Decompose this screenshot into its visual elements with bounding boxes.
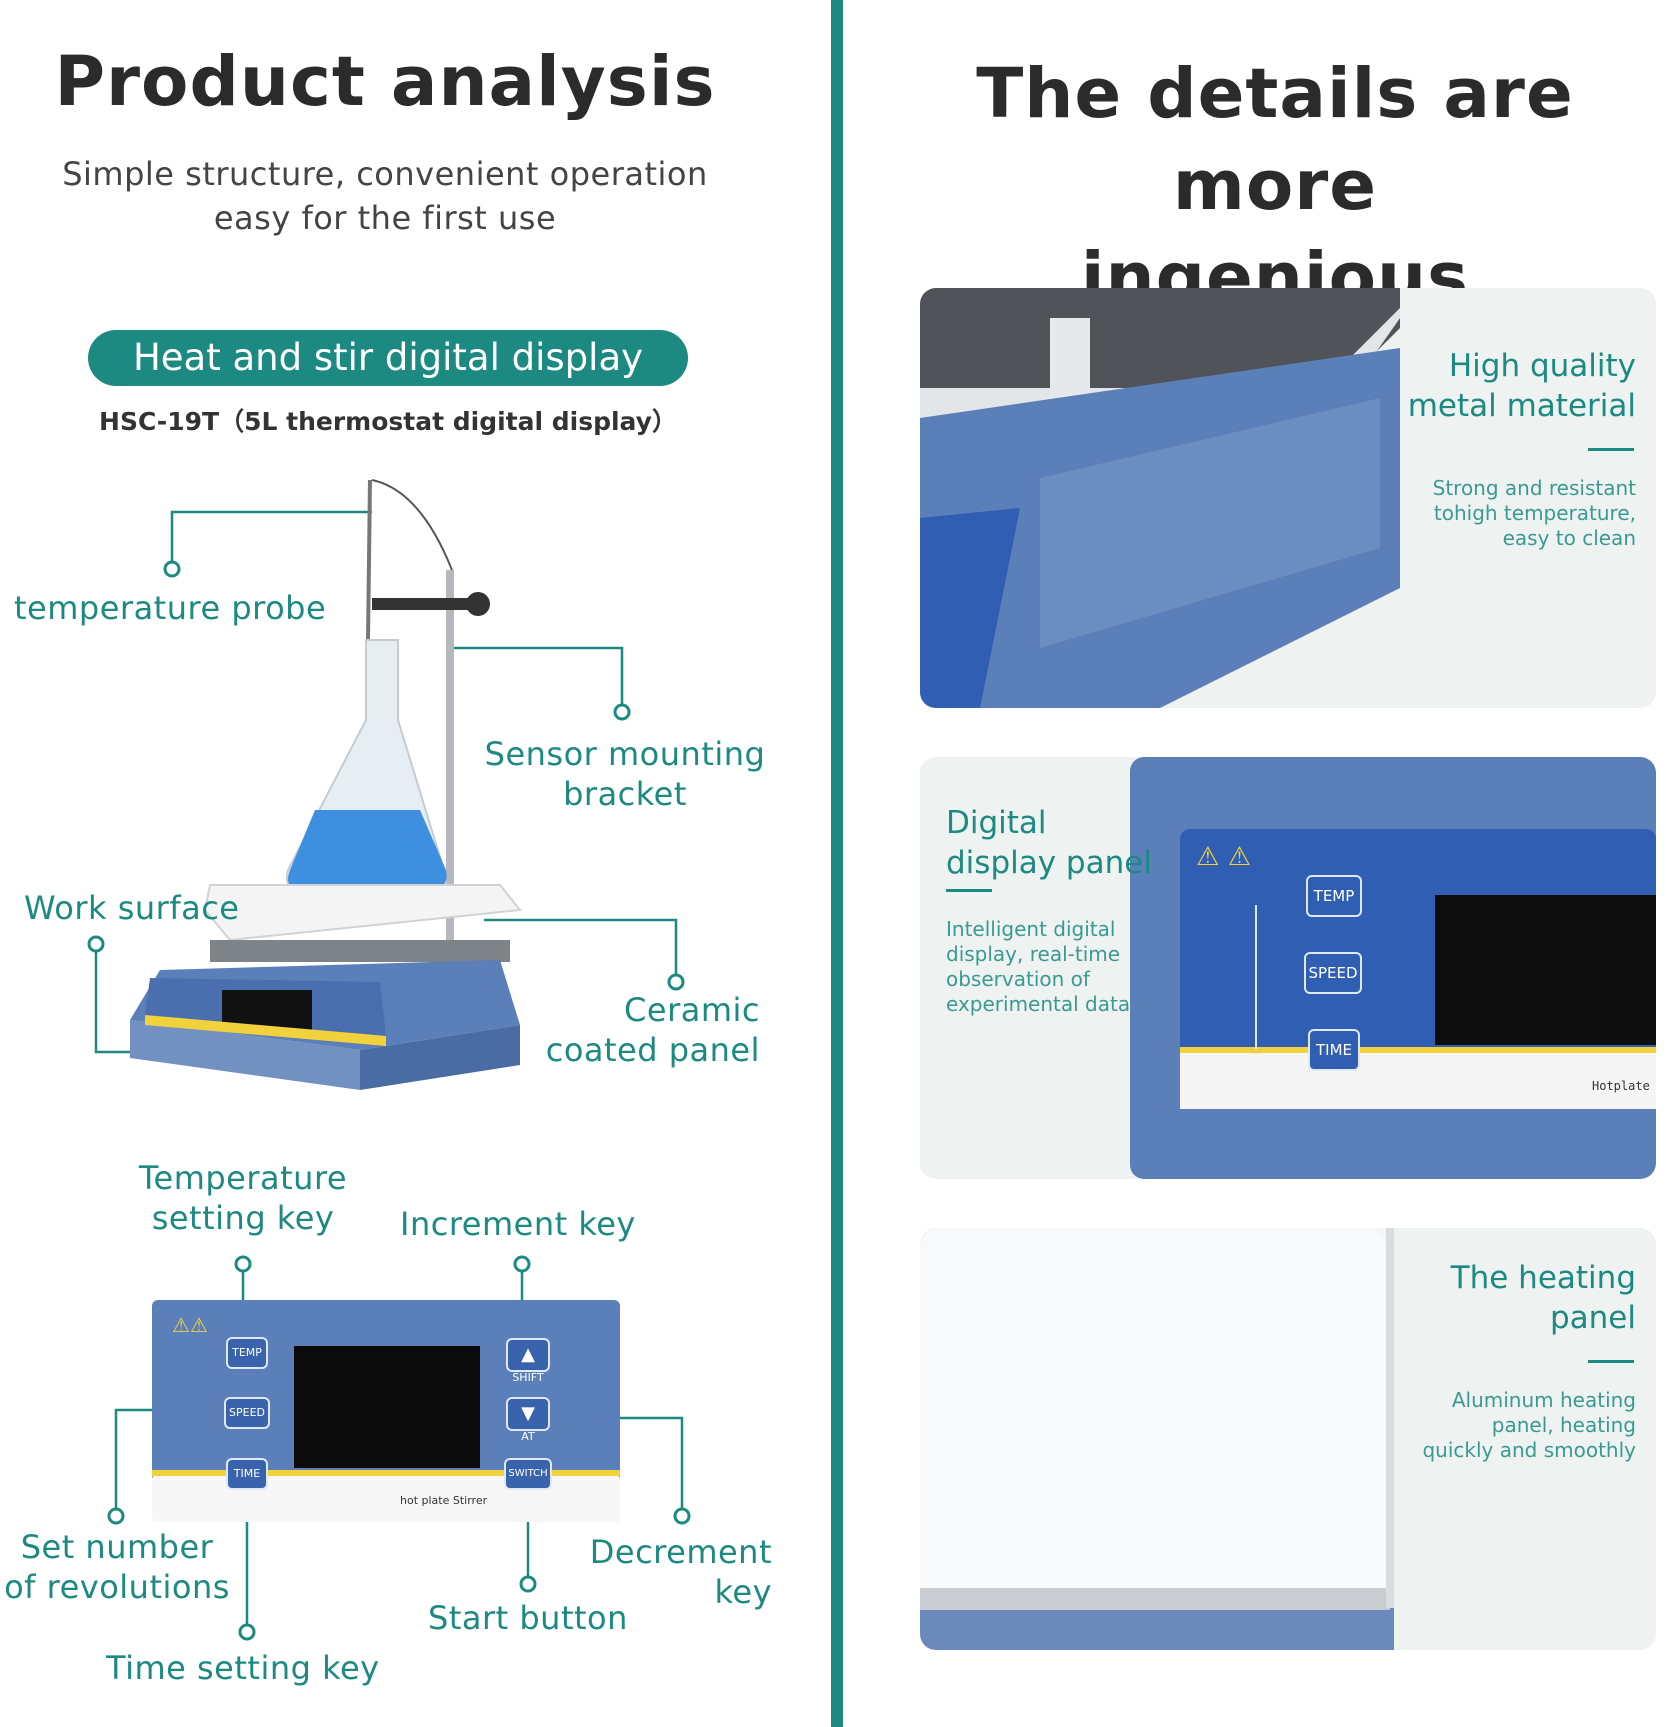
switch-key[interactable]: SWITCH <box>504 1458 552 1490</box>
card2-dash <box>946 889 992 892</box>
label-decrement-key: Decrement key <box>589 1533 772 1611</box>
panel-brand-label: hot plate Stirrer <box>400 1494 488 1507</box>
label-start-button: Start button <box>428 1599 628 1637</box>
label-sensor-bracket: Sensor mounting bracket <box>484 735 766 813</box>
label-time-key: Time setting key <box>106 1649 380 1687</box>
card3-text: Aluminum heating panel, heating quickly … <box>1422 1388 1636 1462</box>
shift-label: SHIFT <box>512 1371 544 1384</box>
label-increment-key: Increment key <box>400 1205 636 1243</box>
temp-key[interactable]: TEMP <box>226 1337 268 1369</box>
card1-text: Strong and resistant tohigh temperature,… <box>1432 476 1636 550</box>
decrement-key[interactable]: ▼ <box>506 1397 550 1431</box>
page-title-right: The details are more ingenious <box>976 54 1574 318</box>
detail-speed-key: SPEED <box>1304 952 1362 994</box>
detail-card-heating: The heating panel Aluminum heating panel… <box>920 1228 1656 1650</box>
card3-dash <box>1588 1360 1634 1363</box>
detail-time-key: TIME <box>1308 1029 1360 1071</box>
speed-key[interactable]: SPEED <box>224 1397 270 1429</box>
heating-panel-image <box>920 1228 1394 1650</box>
svg-text:⚠ ⚠: ⚠ ⚠ <box>1196 842 1251 872</box>
at-label: AT <box>521 1430 535 1443</box>
card3-heading: The heating panel <box>1450 1260 1636 1336</box>
label-temperature-probe: temperature probe <box>14 589 327 627</box>
arrow-up-icon: ▲ <box>521 1344 535 1365</box>
increment-key[interactable]: ▲ <box>506 1338 550 1372</box>
display-closeup-image: ⚠ ⚠ <box>1130 757 1656 1179</box>
card1-heading: High quality metal material <box>1407 348 1636 424</box>
page-title-left: Product analysis <box>54 42 716 122</box>
detail-card-metal: High quality metal material Strong and r… <box>920 288 1656 708</box>
metal-closeup-image <box>920 288 1400 708</box>
product-pill-badge: Heat and stir digital display <box>88 330 688 386</box>
detail-card-display: ⚠ ⚠ TEMP SPEED TIME Hotplate S Digital d… <box>920 757 1656 1179</box>
card2-heading: Digital display panel <box>946 805 1152 881</box>
arrow-down-icon: ▼ <box>521 1403 535 1424</box>
device-diagram: ⚠⚠ <box>87 479 691 1641</box>
detail-temp-key: TEMP <box>1306 875 1362 917</box>
card2-text: Intelligent digital display, real-time o… <box>946 917 1131 1016</box>
label-ceramic-panel: Ceramic coated panel <box>545 991 760 1069</box>
time-key[interactable]: TIME <box>226 1458 268 1490</box>
label-work-surface: Work surface <box>24 889 240 927</box>
label-revolutions: Set number of revolutions <box>4 1528 230 1606</box>
detail-brand-label: Hotplate S <box>1592 1079 1656 1093</box>
column-divider <box>831 0 843 1727</box>
model-label: HSC-19T（5L thermostat digital display） <box>99 407 677 436</box>
card1-dash <box>1588 448 1634 451</box>
subtitle-left: Simple structure, convenient operation e… <box>62 155 708 237</box>
label-temperature-key: Temperature setting key <box>138 1159 348 1237</box>
svg-text:⚠⚠: ⚠⚠ <box>172 1313 208 1337</box>
